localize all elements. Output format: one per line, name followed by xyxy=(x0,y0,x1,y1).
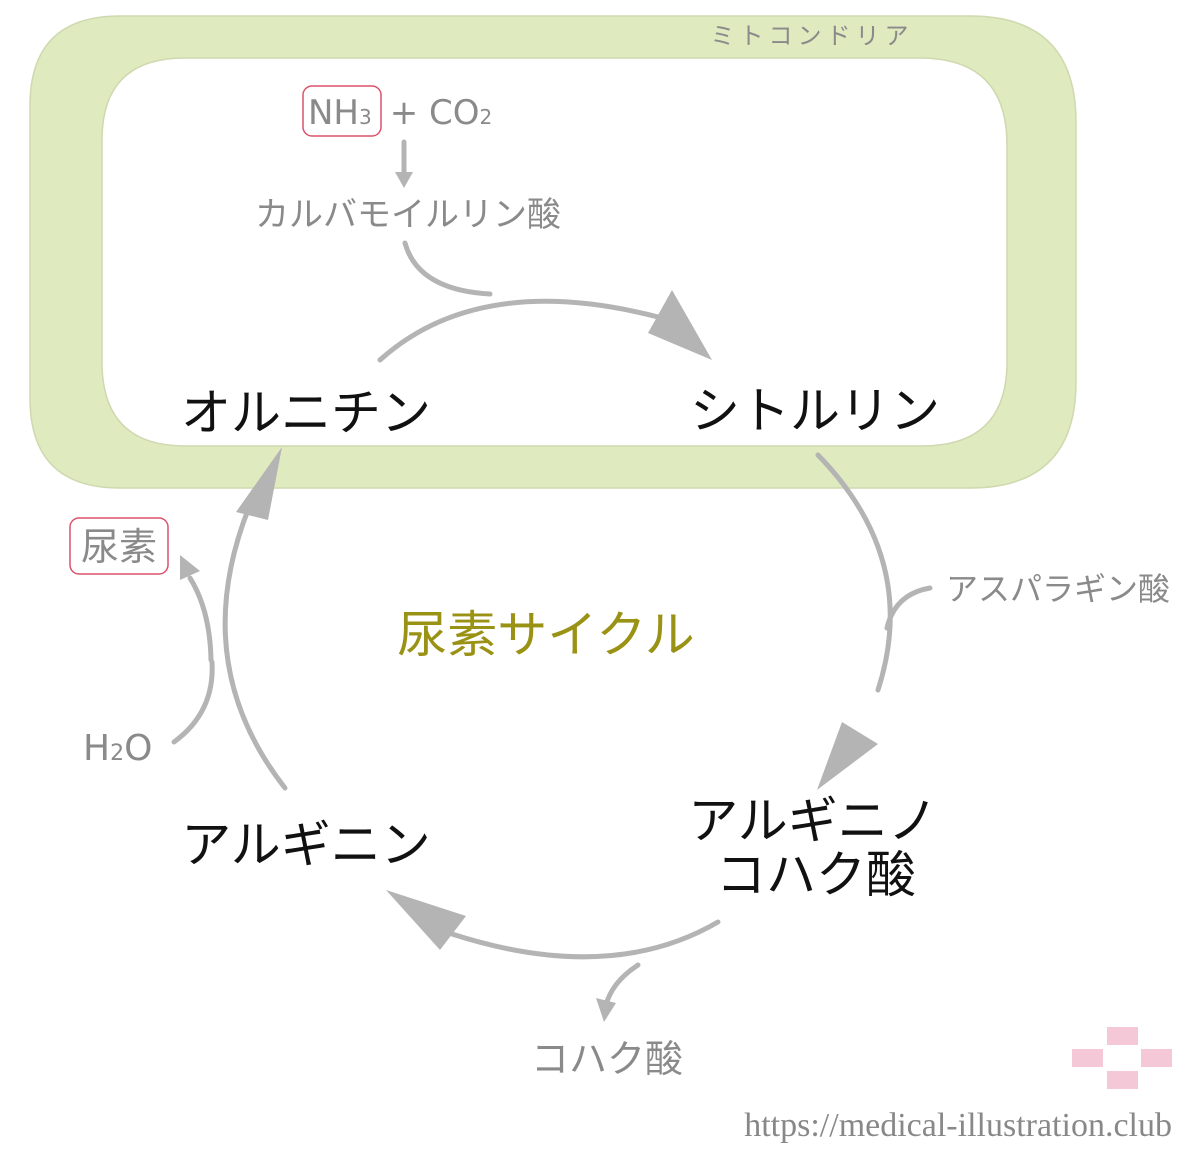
arrowhead-fumarate xyxy=(596,998,616,1022)
watermark-url[interactable]: https://medical-illustration.club xyxy=(744,1107,1172,1144)
node-ornithine: オルニチン xyxy=(181,384,431,442)
plus-sign: + xyxy=(390,93,419,133)
site-logo-icon xyxy=(1072,1027,1172,1089)
water-subscript: 2 xyxy=(110,741,124,766)
cycle-title: 尿素サイクル xyxy=(397,606,695,664)
arrow-arginine-to-ornithine xyxy=(222,497,288,791)
water-tail: O xyxy=(124,728,152,769)
input-ammonia-co2: NH3 + CO2 xyxy=(302,85,492,137)
arrowhead-urea xyxy=(180,555,200,580)
carbamoyl-phosphate-label: カルバモイルリン酸 xyxy=(255,195,561,235)
arrowhead-ornithine xyxy=(236,447,282,520)
arrowhead-arginine xyxy=(386,890,466,950)
arrow-water-join xyxy=(171,659,215,745)
ammonia-label: NH3 xyxy=(308,93,372,133)
fumarate-label: コハク酸 xyxy=(531,1037,683,1081)
arrowhead-citrulline xyxy=(648,290,712,360)
cycle-arrows xyxy=(171,139,933,1008)
ammonia-subscript: 3 xyxy=(359,105,372,129)
arrowhead-carbamoyl xyxy=(395,172,413,188)
urea-highlight-box xyxy=(69,517,169,575)
arrow-aspartate-join xyxy=(884,585,933,631)
arrow-fumarate-branch xyxy=(603,962,641,1008)
logo-block-left xyxy=(1072,1049,1103,1067)
arrow-urea-branch xyxy=(187,575,214,663)
arrow-heads xyxy=(180,172,878,1022)
arrow-ornithine-to-citrulline xyxy=(377,298,665,363)
mitochondria-outer xyxy=(29,15,1077,489)
logo-block-top xyxy=(1107,1027,1138,1045)
arrow-carbamoyl-join xyxy=(402,240,493,297)
mitochondria-label: ミトコンドリア xyxy=(711,22,914,50)
urea-label: 尿素 xyxy=(81,525,157,569)
node-argininosuccinate-line1: アルギニノ xyxy=(688,792,938,850)
co2-subscript: 2 xyxy=(480,105,493,129)
mitochondria-compartment: ミトコンドリア xyxy=(29,15,1077,489)
node-argininosuccinate-line2: コハク酸 xyxy=(716,846,916,904)
node-arginine: アルギニン xyxy=(181,816,431,874)
arrow-citrulline-to-argininosuccinate xyxy=(815,452,893,693)
co2-label: CO2 xyxy=(429,93,492,133)
water-label: H2O xyxy=(83,728,152,769)
arrowhead-argininosuccinate xyxy=(817,722,878,790)
aspartate-label: アスパラギン酸 xyxy=(946,570,1170,608)
co2-base: CO xyxy=(429,93,480,133)
logo-block-bottom xyxy=(1107,1071,1138,1089)
ammonia-base: NH xyxy=(308,93,359,133)
ammonia-highlight-box xyxy=(302,85,382,137)
arrow-argininosuccinate-to-arginine xyxy=(449,919,721,960)
node-citrulline: シトルリン xyxy=(690,382,940,440)
logo-block-right xyxy=(1141,1049,1172,1067)
water-base: H xyxy=(83,728,110,769)
